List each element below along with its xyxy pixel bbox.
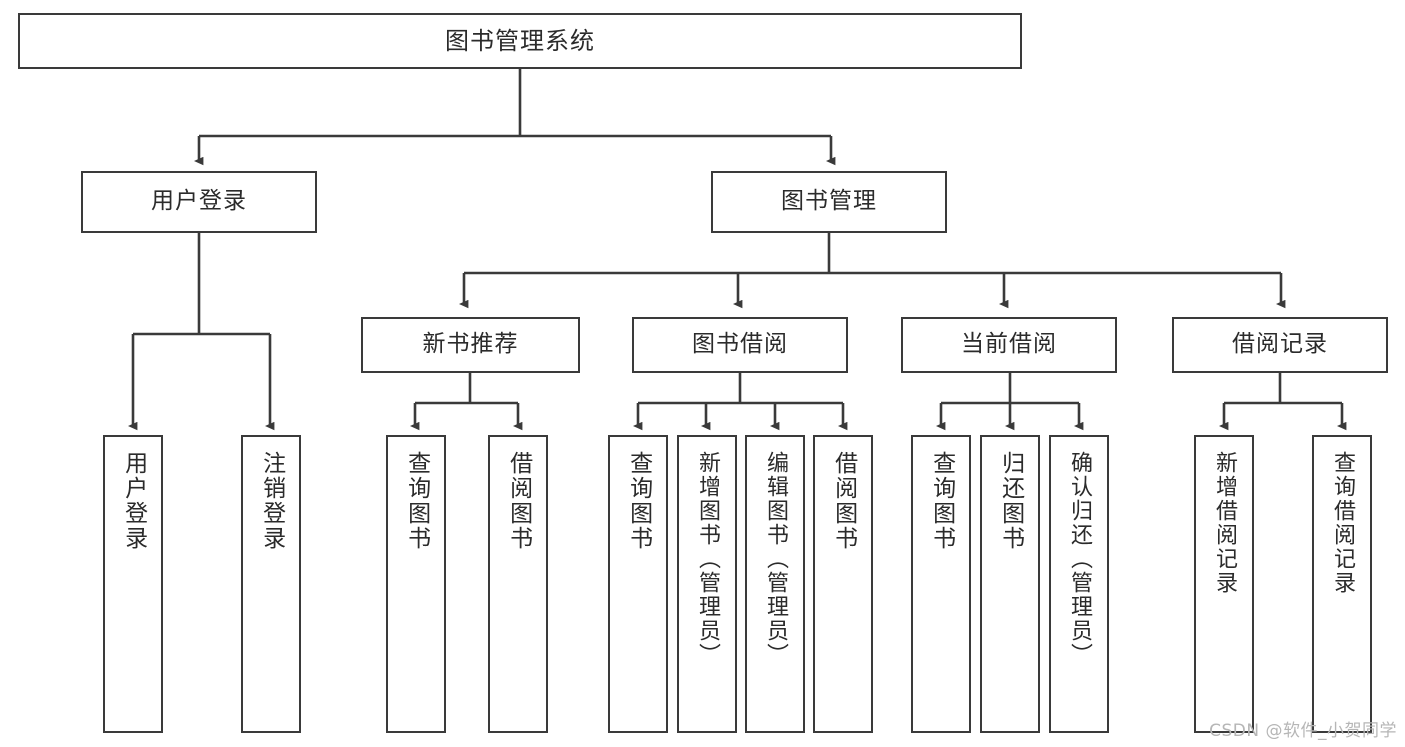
leaf-label: 新增借阅记录 — [1211, 451, 1237, 595]
leaf-label: 注销登录 — [258, 451, 285, 551]
leaf-borrow-record-query[interactable]: 查询借阅记录 — [1312, 435, 1372, 733]
leaf-book-borrow-borrow[interactable]: 借阅图书 — [813, 435, 873, 733]
node-borrow-record[interactable]: 借阅记录 — [1172, 317, 1388, 373]
leaf-label: 查询借阅记录 — [1329, 451, 1355, 595]
leaf-book-borrow-edit[interactable]: 编辑图书（管理员） — [745, 435, 805, 733]
node-label: 图书管理系统 — [445, 26, 595, 55]
node-new-book-recommend[interactable]: 新书推荐 — [361, 317, 580, 373]
leaf-current-borrow-confirm-return[interactable]: 确认归还（管理员） — [1049, 435, 1109, 733]
leaf-new-book-borrow[interactable]: 借阅图书 — [488, 435, 548, 733]
leaf-label: 查询图书 — [625, 451, 652, 551]
leaf-book-borrow-add[interactable]: 新增图书（管理员） — [677, 435, 737, 733]
node-label: 新书推荐 — [422, 331, 519, 358]
leaf-label: 查询图书 — [928, 451, 955, 551]
leaf-label: 用户登录 — [120, 451, 147, 551]
leaf-book-borrow-query[interactable]: 查询图书 — [608, 435, 668, 733]
node-current-borrow[interactable]: 当前借阅 — [901, 317, 1117, 373]
node-label: 用户登录 — [151, 188, 247, 215]
node-label: 借阅记录 — [1232, 331, 1328, 358]
leaf-label: 新增图书（管理员） — [694, 451, 720, 667]
node-book-borrow[interactable]: 图书借阅 — [632, 317, 848, 373]
leaf-user-login-login[interactable]: 用户登录 — [103, 435, 163, 733]
leaf-new-book-query[interactable]: 查询图书 — [386, 435, 446, 733]
leaf-label: 查询图书 — [403, 451, 430, 551]
leaf-label: 借阅图书 — [830, 451, 857, 551]
node-user-login[interactable]: 用户登录 — [81, 171, 317, 233]
leaf-current-borrow-return[interactable]: 归还图书 — [980, 435, 1040, 733]
node-label: 图书管理 — [781, 188, 877, 215]
leaf-current-borrow-query[interactable]: 查询图书 — [911, 435, 971, 733]
leaf-label: 编辑图书（管理员） — [762, 451, 788, 667]
leaf-borrow-record-add[interactable]: 新增借阅记录 — [1194, 435, 1254, 733]
watermark: CSDN @软件_小贺同学 — [1209, 721, 1397, 741]
leaf-user-login-logout[interactable]: 注销登录 — [241, 435, 301, 733]
node-label: 图书借阅 — [692, 331, 788, 358]
leaf-label: 归还图书 — [997, 451, 1024, 551]
node-label: 当前借阅 — [961, 331, 1057, 358]
node-root-system[interactable]: 图书管理系统 — [18, 13, 1022, 69]
leaf-label: 确认归还（管理员） — [1066, 451, 1092, 667]
node-book-management[interactable]: 图书管理 — [711, 171, 947, 233]
leaf-label: 借阅图书 — [505, 451, 532, 551]
